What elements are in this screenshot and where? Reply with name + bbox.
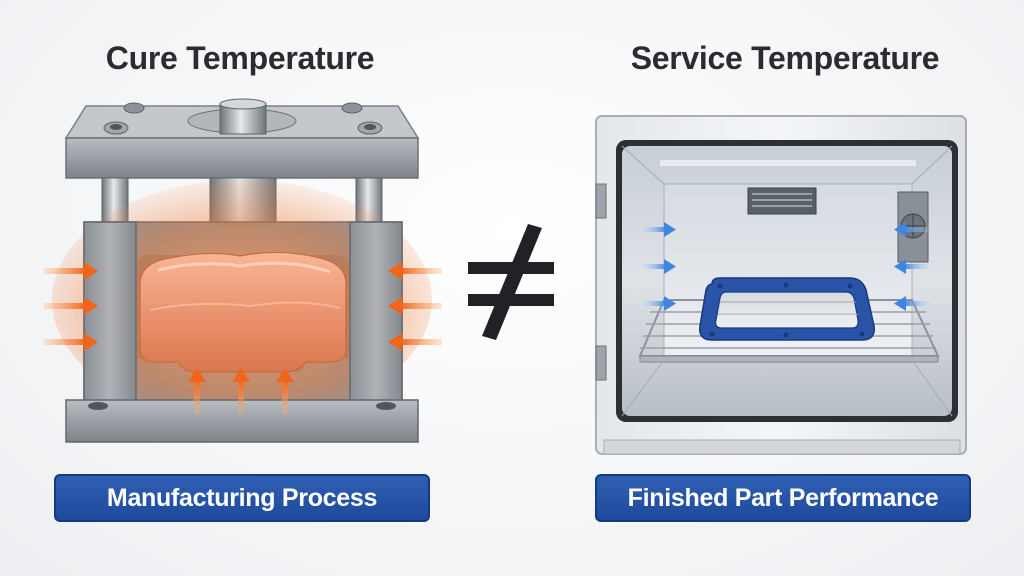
airflow-arrows-right	[894, 222, 930, 311]
finished-part-performance-label: Finished Part Performance	[595, 474, 971, 522]
environmental-chamber	[595, 115, 967, 455]
airflow-arrows-left	[642, 222, 676, 311]
bolt-icon	[103, 102, 383, 135]
not-equal-icon	[468, 224, 554, 340]
molded-material	[139, 251, 347, 373]
vent-grille-icon	[747, 187, 817, 215]
gasket-part	[699, 277, 875, 341]
service-temperature-title: Service Temperature	[630, 40, 940, 76]
cure-temperature-title: Cure Temperature	[105, 40, 375, 76]
heat-arrows-right	[388, 262, 442, 351]
heat-arrows-bottom	[188, 368, 294, 414]
compression-mold	[44, 98, 442, 443]
heat-arrows-left	[44, 262, 98, 351]
manufacturing-process-label: Manufacturing Process	[54, 474, 430, 522]
